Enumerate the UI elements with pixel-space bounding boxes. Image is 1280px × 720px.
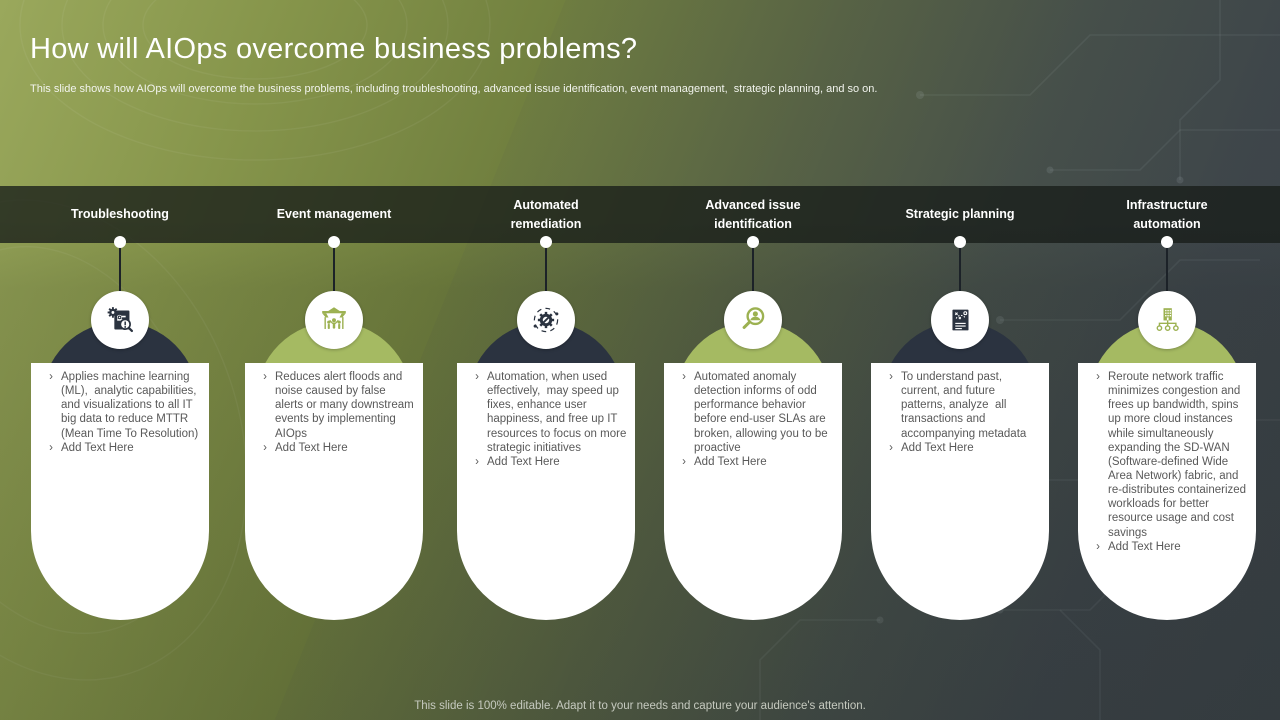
info-card: › Automation, when used effectively, may… [457, 363, 635, 620]
connector-stem [959, 242, 961, 297]
magnifier-person-icon [742, 307, 765, 329]
building-network-nodes-icon [1156, 308, 1179, 332]
column-label: Infrastructure automation [1126, 198, 1208, 231]
bullet-list: › To understand past, current, and futur… [881, 370, 1041, 455]
connector-dot [1161, 236, 1173, 248]
bullet-item-add-text-placeholder: › Add Text Here [889, 441, 974, 454]
info-card: › Reroute network traffic minimizes cong… [1078, 363, 1256, 620]
bullet-list: › Reroute network traffic minimizes cong… [1088, 370, 1248, 554]
connector-stem [119, 242, 121, 297]
bullet-item: › Automated anomaly detection informs of… [682, 371, 831, 454]
category-header-band [0, 186, 1280, 243]
connector-dot [328, 236, 340, 248]
info-card: › Automated anomaly detection informs of… [664, 363, 842, 620]
column-label: Automated remediation [510, 198, 582, 231]
column-troubleshooting: Troubleshooting [15, 186, 225, 646]
connector-stem [752, 242, 754, 297]
event-stage-people-icon [322, 307, 346, 329]
bullet-list: › Reduces alert floods and noise caused … [255, 370, 415, 455]
automation-gear-orbit-icon [533, 307, 559, 333]
bullet-item-add-text-placeholder: › Add Text Here [1096, 540, 1181, 553]
connector-stem [333, 242, 335, 297]
strategy-plan-document-icon [952, 309, 969, 331]
bullet-list: › Automation, when used effectively, may… [467, 370, 627, 469]
column-advanced-issue-identification: Advanced issue identification › Automate… [648, 186, 858, 646]
bullet-item-add-text-placeholder: › Add Text Here [263, 441, 348, 454]
bullet-item: › Automation, when used effectively, may… [475, 371, 630, 454]
column-label: Event management [276, 207, 392, 222]
bullet-list: › Automated anomaly detection informs of… [674, 370, 834, 469]
column-label: Troubleshooting [71, 207, 169, 222]
info-card: › Reduces alert floods and noise caused … [245, 363, 423, 620]
connector-stem [545, 242, 547, 297]
connector-dot [747, 236, 759, 248]
bullet-item-add-text-placeholder: › Add Text Here [49, 441, 134, 454]
column-label: Advanced issue identification [705, 198, 801, 231]
editable-note: This slide is 100% editable. Adapt it to… [414, 700, 866, 712]
connector-dot [114, 236, 126, 248]
info-card: › Applies machine learning (ML), analyti… [31, 363, 209, 620]
column-label: Strategic planning [905, 207, 1015, 222]
bullet-item: › Applies machine learning (ML), analyti… [49, 371, 200, 440]
info-card: › To understand past, current, and futur… [871, 363, 1049, 620]
bullet-list: › Applies machine learning (ML), analyti… [41, 370, 201, 455]
connector-dot [540, 236, 552, 248]
connector-stem [1166, 242, 1168, 297]
bullet-item: › To understand past, current, and futur… [889, 371, 1027, 440]
column-event-management: Event management [229, 186, 439, 646]
column-automated-remediation: Automated remediation [441, 186, 651, 646]
bullet-item-add-text-placeholder: › Add Text Here [475, 455, 560, 468]
slide-title: How will AIOps overcome business problem… [30, 33, 638, 65]
column-infrastructure-automation: Infrastructure automation [1062, 186, 1272, 646]
bullet-item: › Reduces alert floods and noise caused … [263, 371, 417, 440]
column-strategic-planning: Strategic planning [855, 186, 1065, 646]
slide-subtitle: This slide shows how AIOps will overcome… [30, 83, 878, 95]
bullet-item-add-text-placeholder: › Add Text Here [682, 455, 767, 468]
bullet-item: › Reroute network traffic minimizes cong… [1096, 371, 1250, 539]
troubleshooting-document-gear-magnifier-icon [107, 307, 134, 333]
connector-dot [954, 236, 966, 248]
